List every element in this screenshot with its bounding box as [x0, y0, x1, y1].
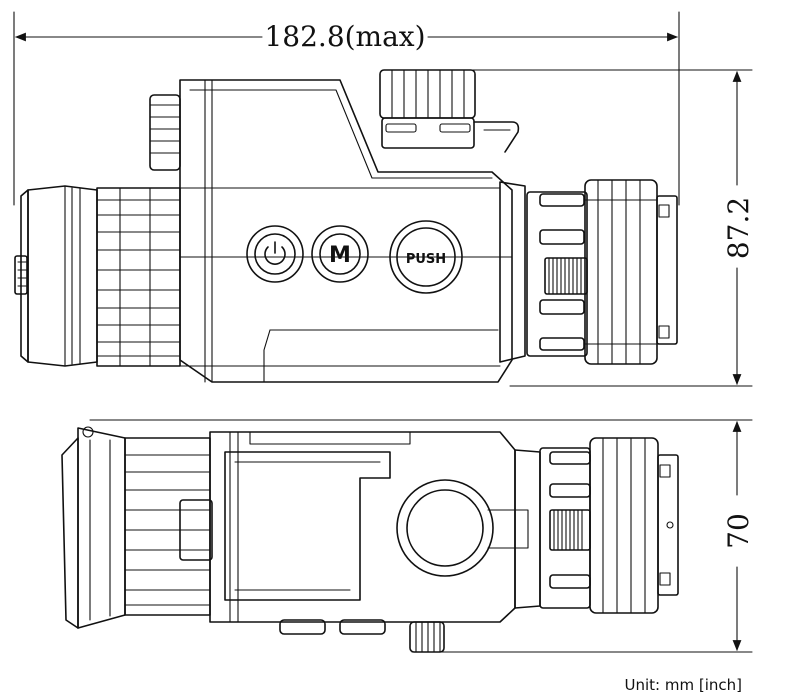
top-main-body [209, 431, 516, 635]
dimension-depth: 70 [89, 419, 755, 653]
top-objective-lens [61, 426, 126, 629]
push-button-label: PUSH [406, 252, 446, 267]
depth-dimension-label: 70 [722, 513, 755, 549]
height-dimension-label: 87.2 [722, 197, 755, 259]
top-diopter-grip [549, 509, 591, 551]
top-eyepiece [514, 437, 679, 614]
width-dimension-label: 182.8(max) [264, 20, 425, 53]
side-view: M PUSH [14, 69, 678, 383]
side-main-body [179, 79, 513, 383]
power-icon [264, 241, 286, 265]
side-diopter-grip [544, 257, 588, 295]
side-eyepiece [499, 179, 678, 365]
unit-note: Unit: mm [inch] [624, 676, 742, 694]
side-focus-ring [96, 187, 181, 367]
top-dial [396, 479, 529, 653]
top-focus-ring [124, 437, 213, 616]
side-top-dial [379, 69, 520, 153]
dimension-height: 87.2 [469, 69, 755, 387]
dimension-width: 182.8(max) [13, 11, 680, 206]
mode-button-label: M [329, 243, 351, 268]
side-buttons: M PUSH [246, 220, 463, 294]
side-objective-lens [14, 185, 98, 367]
side-rear-knob [149, 94, 181, 171]
top-view [61, 426, 679, 653]
